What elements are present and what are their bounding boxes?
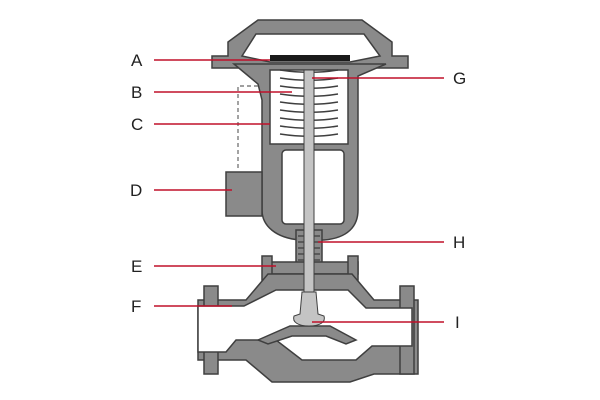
positioner-box bbox=[225, 171, 263, 217]
label-a: A bbox=[131, 51, 143, 70]
label-e: E bbox=[131, 257, 142, 276]
label-g: G bbox=[453, 69, 466, 88]
label-i: I bbox=[455, 313, 460, 332]
label-c: C bbox=[131, 115, 143, 134]
label-b: B bbox=[131, 83, 142, 102]
valve-stem bbox=[303, 69, 315, 293]
leaders bbox=[154, 59, 444, 323]
label-h: H bbox=[453, 233, 465, 252]
pneumatic-line bbox=[237, 85, 258, 170]
label-d: D bbox=[130, 181, 142, 200]
diaphragm-plate bbox=[270, 55, 350, 61]
valve-plug bbox=[293, 291, 325, 327]
label-f: F bbox=[131, 297, 141, 316]
